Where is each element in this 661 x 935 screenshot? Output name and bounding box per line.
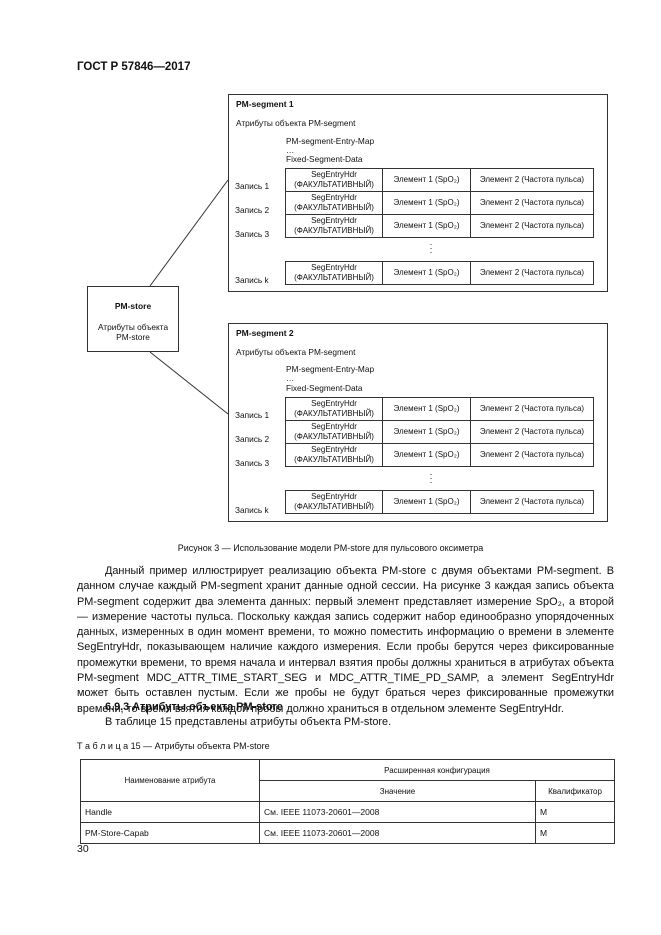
col-header-qualifier: Квалификатор — [534, 780, 616, 802]
element-2-cell: Элемент 2 (Частота пульса) — [470, 490, 594, 514]
seg-entry-hdr-cell: SegEntryHdr(ФАКУЛЬТАТИВНЫЙ) — [285, 420, 383, 444]
paragraph-text: Данный пример иллюстрирует реализацию об… — [77, 565, 614, 715]
element-2-cell: Элемент 2 (Частота пульса) — [470, 397, 594, 421]
pm-store-box: PM-store Атрибуты объекта PM-store — [87, 286, 179, 352]
cell-attr-name: Handle — [80, 801, 260, 823]
element-1-cell: Элемент 1 (SpO₂) — [382, 443, 471, 467]
table-header-row: Наименование атрибута Расширенная конфиг… — [80, 759, 616, 802]
connector-line-segment-2 — [149, 351, 229, 415]
seg-entry-hdr-cell: SegEntryHdr(ФАКУЛЬТАТИВНЫЙ) — [285, 490, 383, 514]
element-2-cell: Элемент 2 (Частота пульса) — [470, 191, 594, 215]
entry-map-label: PM-segment-Entry-Map — [286, 364, 375, 374]
record-row: SegEntryHdr(ФАКУЛЬТАТИВНЫЙ) Элемент 1 (S… — [285, 261, 594, 285]
seg-entry-hdr-cell: SegEntryHdr(ФАКУЛЬТАТИВНЫЙ) — [285, 397, 383, 421]
element-2-cell: Элемент 2 (Частота пульса) — [470, 168, 594, 192]
document-header: ГОСТ Р 57846—2017 — [77, 61, 191, 73]
record-row: SegEntryHdr(ФАКУЛЬТАТИВНЫЙ) Элемент 1 (S… — [285, 191, 594, 215]
element-1-cell: Элемент 1 (SpO₂) — [382, 168, 471, 192]
segment-attrs-label: Атрибуты объекта PM-segment — [236, 118, 356, 128]
section-heading: 6.9.3 Атрибуты объекта PM-store — [105, 701, 283, 713]
records-table: SegEntryHdr(ФАКУЛЬТАТИВНЫЙ) Элемент 1 (S… — [285, 397, 594, 467]
element-2-cell: Элемент 2 (Частота пульса) — [470, 214, 594, 238]
pm-segment-box: PM-segment 2 Атрибуты объекта PM-segment… — [228, 323, 608, 522]
pm-store-attrs-line2: PM-store — [116, 332, 150, 342]
fixed-data-label: Fixed-Segment-Data — [286, 154, 363, 164]
table-subheader-row: Значение Квалификатор — [81, 780, 616, 802]
cell-attr-qualifier: M — [534, 822, 616, 844]
records-table-last: SegEntryHdr(ФАКУЛЬТАТИВНЫЙ) Элемент 1 (S… — [285, 490, 594, 514]
record-label: Запись k — [235, 275, 269, 285]
cell-attr-value: См. IEEE 11073-20601—2008 — [259, 801, 536, 823]
entry-map-label: PM-segment-Entry-Map — [286, 136, 375, 146]
col-header-value: Значение — [259, 780, 536, 802]
record-row: SegEntryHdr(ФАКУЛЬТАТИВНЫЙ) Элемент 1 (S… — [285, 420, 594, 444]
seg-entry-hdr-cell: SegEntryHdr(ФАКУЛЬТАТИВНЫЙ) — [285, 214, 383, 238]
record-row: SegEntryHdr(ФАКУЛЬТАТИВНЫЙ) Элемент 1 (S… — [285, 443, 594, 467]
connector-line-segment-1 — [149, 179, 229, 287]
record-label: Запись 3 — [235, 458, 270, 468]
record-label: Запись 1 — [235, 181, 270, 191]
section-text: В таблице 15 представлены атрибуты объек… — [105, 716, 392, 728]
segment-attrs-label: Атрибуты объекта PM-segment — [236, 347, 356, 357]
table-row: PM-Store-Capab См. IEEE 11073-20601—2008… — [80, 822, 616, 844]
segment-title: PM-segment 1 — [236, 99, 294, 109]
ellipsis: … — [286, 373, 295, 383]
table-row: Handle См. IEEE 11073-20601—2008 M — [80, 801, 616, 823]
body-paragraph: Данный пример иллюстрирует реализацию об… — [77, 564, 614, 717]
element-2-cell: Элемент 2 (Частота пульса) — [470, 443, 594, 467]
segment-title: PM-segment 2 — [236, 328, 294, 338]
element-2-cell: Элемент 2 (Частота пульса) — [470, 420, 594, 444]
pm-store-title: PM-store — [114, 301, 152, 311]
cell-attr-name: PM-Store-Capab — [80, 822, 260, 844]
record-label: Запись 2 — [235, 434, 270, 444]
seg-entry-hdr-cell: SegEntryHdr(ФАКУЛЬТАТИВНЫЙ) — [285, 191, 383, 215]
ellipsis: … — [286, 145, 295, 155]
element-1-cell: Элемент 1 (SpO₂) — [382, 214, 471, 238]
page-number: 30 — [77, 843, 89, 855]
element-2-cell: Элемент 2 (Частота пульса) — [470, 261, 594, 285]
pm-store-attrs-line1: Атрибуты объекта — [97, 322, 169, 332]
connector-lines — [149, 179, 229, 415]
seg-entry-hdr-cell: SegEntryHdr(ФАКУЛЬТАТИВНЫЙ) — [285, 443, 383, 467]
records-table: SegEntryHdr(ФАКУЛЬТАТИВНЫЙ) Элемент 1 (S… — [285, 168, 594, 238]
record-label: Запись 1 — [235, 410, 270, 420]
element-1-cell: Элемент 1 (SpO₂) — [382, 191, 471, 215]
record-row: SegEntryHdr(ФАКУЛЬТАТИВНЫЙ) Элемент 1 (S… — [285, 214, 594, 238]
seg-entry-hdr-cell: SegEntryHdr(ФАКУЛЬТАТИВНЫЙ) — [285, 168, 383, 192]
records-table-last: SegEntryHdr(ФАКУЛЬТАТИВНЫЙ) Элемент 1 (S… — [285, 261, 594, 285]
table-caption: Т а б л и ц а 15 — Атрибуты объекта PM-s… — [77, 741, 270, 751]
col-header-name: Наименование атрибута — [80, 759, 260, 802]
cell-attr-value: См. IEEE 11073-20601—2008 — [259, 822, 536, 844]
seg-entry-hdr-cell: SegEntryHdr(ФАКУЛЬТАТИВНЫЙ) — [285, 261, 383, 285]
record-label: Запись 3 — [235, 229, 270, 239]
pm-segment-box: PM-segment 1 Атрибуты объекта PM-segment… — [228, 94, 608, 292]
col-header-group: Расширенная конфигурация — [258, 759, 616, 781]
attributes-table: Наименование атрибута Расширенная конфиг… — [80, 759, 616, 844]
figure-caption: Рисунок 3 — Использование модели PM-stor… — [177, 543, 484, 553]
record-label: Запись 2 — [235, 205, 270, 215]
record-label: Запись k — [235, 505, 269, 515]
element-1-cell: Элемент 1 (SpO₂) — [382, 420, 471, 444]
fixed-data-label: Fixed-Segment-Data — [286, 383, 363, 393]
element-1-cell: Элемент 1 (SpO₂) — [382, 261, 471, 285]
vertical-ellipsis: ··· — [429, 469, 433, 487]
record-row: SegEntryHdr(ФАКУЛЬТАТИВНЫЙ) Элемент 1 (S… — [285, 490, 594, 514]
cell-attr-qualifier: M — [534, 801, 616, 823]
element-1-cell: Элемент 1 (SpO₂) — [382, 490, 471, 514]
vertical-ellipsis: ··· — [429, 239, 433, 257]
record-row: SegEntryHdr(ФАКУЛЬТАТИВНЫЙ) Элемент 1 (S… — [285, 168, 594, 192]
record-row: SegEntryHdr(ФАКУЛЬТАТИВНЫЙ) Элемент 1 (S… — [285, 397, 594, 421]
element-1-cell: Элемент 1 (SpO₂) — [382, 397, 471, 421]
